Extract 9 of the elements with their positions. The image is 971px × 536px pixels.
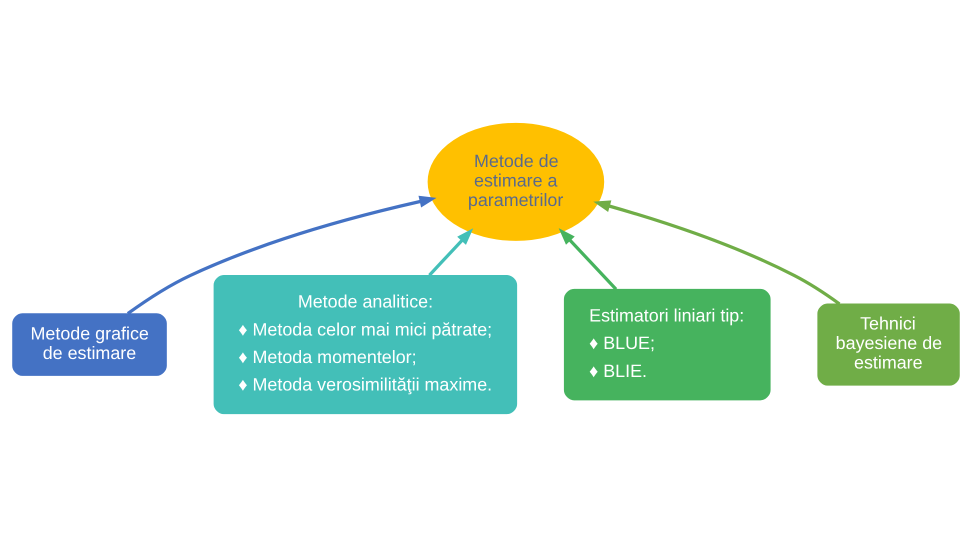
arrow: [126, 195, 436, 314]
arrow: [592, 200, 840, 305]
arrow: [428, 228, 473, 276]
arrow: [558, 228, 617, 290]
node-ellipse: Metode de estimare a parametrilor: [427, 122, 604, 240]
node-box: Metode grafice de estimare: [12, 312, 166, 376]
node-box: Estimatori liniari tip: ♦ BLUE; ♦ BLIE.: [563, 288, 770, 400]
node-box: Tehnici bayesiene de estimare: [816, 302, 960, 386]
node-box: Metode analitice: ♦ Metoda celor mai mici pătrate; ♦ Metoda momentelor; ♦ Metoda verosimilităţii maxime.: [213, 274, 517, 414]
